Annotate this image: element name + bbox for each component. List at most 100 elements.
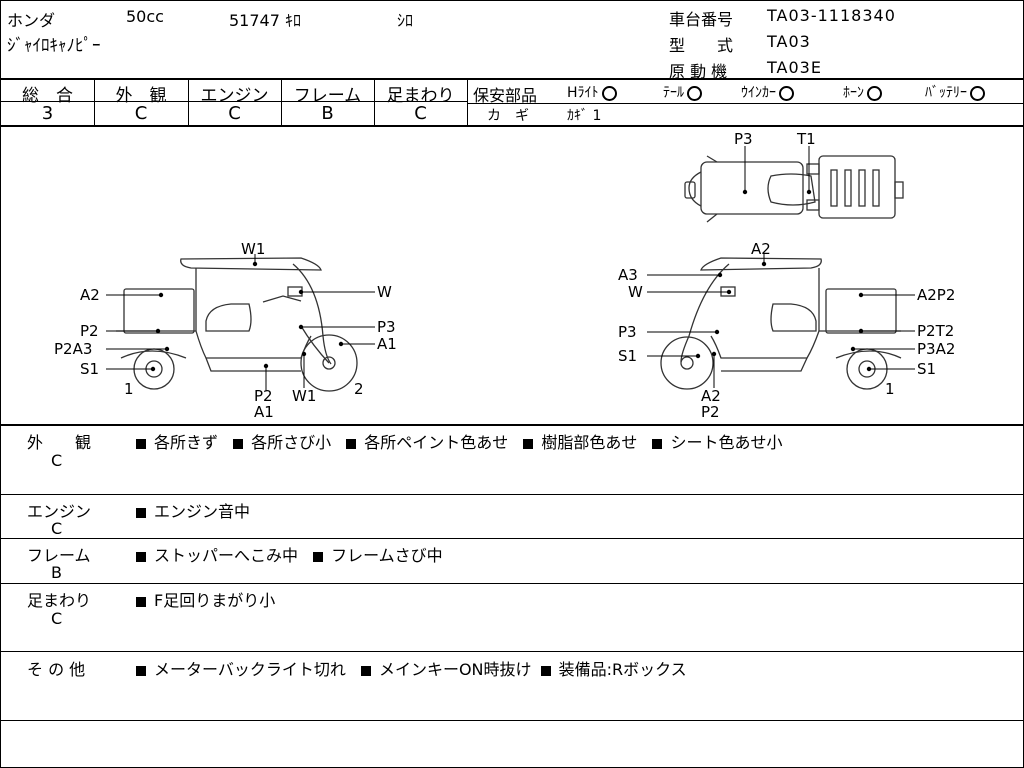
bullet-square-icon	[233, 438, 244, 449]
divider	[374, 79, 375, 125]
diagram-label: T1	[796, 130, 816, 148]
divider	[467, 103, 1023, 104]
ok-circle-icon	[867, 85, 882, 101]
diagram-label: A2	[751, 240, 771, 258]
remark-grade-suspension: C	[51, 609, 63, 628]
safety-label: ﾃｰﾙ	[663, 85, 684, 101]
diagram-label: A2	[701, 387, 721, 405]
diagram-label: A1	[254, 403, 274, 421]
diagram-label: P2	[80, 322, 99, 340]
displacement: 50cc	[126, 7, 164, 26]
scooter-right-view	[660, 257, 902, 390]
grade-header-exterior: 外 観	[115, 86, 167, 106]
grade-engine: C	[228, 103, 241, 124]
scooter-top-view	[684, 155, 904, 223]
grade-exterior: C	[134, 103, 148, 124]
divider	[281, 79, 282, 125]
diagram-label: S1	[80, 360, 99, 378]
leader-lines	[106, 146, 915, 391]
diagram-label: P2	[254, 387, 273, 405]
color: ｼﾛ	[397, 11, 414, 30]
diagram-label: W	[377, 283, 392, 301]
divider	[1, 125, 1023, 127]
diagram-label: A1	[377, 335, 397, 353]
type-label: 型 式	[669, 36, 734, 55]
mileage: 51747 ｷﾛ	[229, 11, 301, 30]
key-value: ｶｷﾞ 1	[567, 108, 602, 124]
diagram-label: P3A2	[917, 340, 955, 358]
diagram-label: P3	[377, 318, 396, 336]
bullet-square-icon	[313, 551, 324, 562]
diagram-label: P3	[734, 130, 753, 148]
ok-circle-icon	[687, 85, 702, 101]
remark-item: F足回りまがり小	[154, 591, 276, 610]
key-label: カ ギ	[487, 108, 529, 124]
grade-frame: B	[321, 103, 334, 124]
remark-item: エンジン音中	[154, 502, 251, 521]
divider	[467, 79, 468, 125]
remark-item: メーターバックライト切れ	[154, 660, 346, 679]
divider	[1, 101, 467, 102]
bullet-square-icon	[136, 665, 146, 676]
bullet-square-icon	[136, 438, 146, 449]
remark-item: メインキーON時抜け	[378, 660, 532, 679]
bullet-square-icon	[136, 507, 146, 518]
safety-item-tail: ﾃｰﾙ	[663, 82, 702, 102]
divider	[1, 651, 1023, 652]
ok-circle-icon	[970, 85, 985, 101]
remark-items-suspension: F足回りまがり小	[136, 587, 285, 611]
maker: ホンダ	[7, 11, 56, 30]
divider	[1, 720, 1023, 721]
safety-title: 保安部品	[473, 86, 538, 105]
remark-item: 装備品:Rボックス	[558, 660, 687, 679]
divider	[1, 424, 1023, 426]
engine-value: TA03E	[767, 58, 822, 77]
remark-label-other: そ の 他	[27, 660, 86, 679]
grade-header-frame: フレーム	[293, 86, 362, 106]
bullet-square-icon	[652, 438, 663, 449]
bullet-square-icon	[360, 665, 371, 676]
model-name: ｼﾞｬｲﾛｷｬﾉﾋﾟｰ	[7, 36, 101, 56]
bullet-square-icon	[136, 551, 146, 562]
engine-label: 原 動 機	[669, 62, 728, 81]
chassis-value: TA03-1118340	[767, 6, 896, 25]
remark-item: ストッパーへこみ中	[154, 546, 299, 565]
remark-label-frame: フレーム	[27, 546, 91, 565]
diagram-label: S1	[618, 347, 637, 365]
ok-circle-icon	[779, 85, 794, 101]
diagram-label: 1	[885, 380, 895, 398]
diagram-label: P2	[701, 403, 720, 421]
safety-item-battery: ﾊﾞｯﾃﾘｰ	[925, 82, 985, 102]
ok-circle-icon	[601, 85, 617, 101]
safety-item-winker: ｳｲﾝｶｰ	[741, 82, 794, 102]
bullet-square-icon	[346, 438, 357, 449]
remark-item: 各所きず	[154, 433, 219, 452]
bullet-square-icon	[523, 438, 534, 449]
divider	[1, 494, 1023, 495]
diagram-label: A2	[80, 286, 100, 304]
diagram-label: 2	[354, 380, 364, 398]
grade-header-suspension: 足まわり	[386, 86, 455, 106]
diagram-label: P2T2	[917, 322, 954, 340]
divider	[1, 78, 1023, 80]
diagram-label: A3	[618, 266, 638, 284]
grade-header-engine: エンジン	[200, 86, 269, 106]
remark-item: 各所さび小	[251, 433, 332, 452]
divider	[1, 583, 1023, 584]
diagram-label: W	[628, 283, 643, 301]
divider	[188, 79, 189, 125]
diagram-label: W1	[241, 240, 265, 258]
remark-item: シート色あせ小	[670, 433, 783, 452]
type-value: TA03	[767, 32, 811, 51]
grade-header-overall: 総 合	[22, 86, 73, 106]
safety-label: ﾎｰﾝ	[843, 85, 864, 101]
safety-item-horn: ﾎｰﾝ	[843, 82, 882, 102]
diagram-label: S1	[917, 360, 936, 378]
grade-overall: 3	[41, 103, 54, 124]
safety-item-headlight: Hﾗｲﾄ	[567, 82, 617, 102]
remark-label-exterior: 外 観	[27, 433, 92, 452]
remark-grade-frame: B	[51, 563, 62, 582]
grade-suspension: C	[414, 103, 427, 124]
diagram-label: 1	[124, 380, 134, 398]
